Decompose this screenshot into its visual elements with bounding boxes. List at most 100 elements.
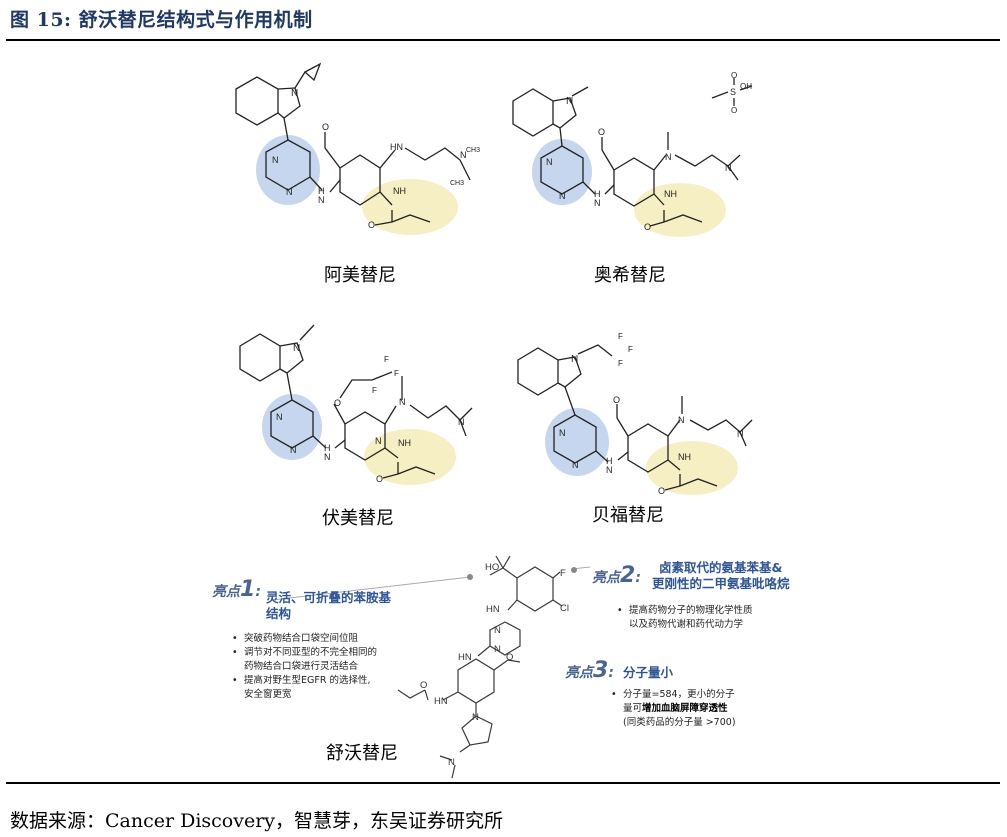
atom-label: O bbox=[644, 222, 651, 232]
atom-label: N bbox=[460, 150, 467, 160]
atom-label: H bbox=[606, 456, 613, 466]
atom-label: O bbox=[334, 398, 341, 408]
atom-label: F bbox=[628, 345, 633, 354]
source-note: 数据来源：Cancer Discovery，智慧芽，东吴证券研究所 bbox=[10, 810, 504, 832]
highlight-label: 亮点 bbox=[565, 665, 593, 681]
highlight-1-bullets: 突破药物结合口袋空间位阻 调节对不同亚型的不完全相同的 药物结合口袋进行灵活结合… bbox=[232, 632, 417, 702]
drug-name-sunvozertinib: 舒沃替尼 bbox=[326, 743, 398, 764]
bullet-item: 提高药物分子的物理化学性质 bbox=[617, 604, 807, 618]
highlight-number: 2 bbox=[620, 563, 636, 588]
highlight-suffix: : bbox=[635, 570, 641, 586]
highlight-1-title: 灵活、可折叠的苯胺基 结构 bbox=[266, 590, 391, 622]
sunvozertinib-atoms: HO F Cl HN N N HN O HN O N N bbox=[420, 562, 569, 768]
osimertinib-structure bbox=[512, 78, 753, 237]
aumolertinib-atoms: N N N H N O HN N CH3 CH3 NH O bbox=[272, 88, 480, 230]
atom-label: N bbox=[375, 436, 382, 446]
drug-name-osimertinib: 奥希替尼 bbox=[594, 265, 666, 286]
atom-label: N bbox=[448, 757, 455, 768]
atom-label: O bbox=[376, 474, 383, 484]
furmonertinib-structure bbox=[239, 324, 473, 485]
atom-label: NH bbox=[398, 438, 411, 448]
atom-label: N bbox=[472, 712, 479, 723]
acrylamide-highlight bbox=[364, 429, 456, 485]
atom-label: O bbox=[420, 680, 427, 691]
highlight-title-line: 灵活、可折叠的苯胺基 bbox=[266, 590, 392, 605]
bullet-item: 突破药物结合口袋空间位阻 bbox=[232, 632, 417, 646]
highlight-1-marker: 亮点1: bbox=[212, 577, 261, 602]
atom-label: N bbox=[494, 644, 501, 655]
bullet-item: 药物结合口袋进行灵活结合 bbox=[244, 661, 359, 672]
bullet-text: 量可 bbox=[623, 703, 643, 714]
aumolertinib-structure bbox=[235, 62, 471, 235]
atom-label: N bbox=[571, 354, 578, 365]
figure-title: 图 15: 舒沃替尼结构式与作用机制 bbox=[10, 9, 313, 31]
atom-label: CH3 bbox=[466, 147, 480, 154]
atom-label: N bbox=[291, 88, 298, 99]
atom-label: N bbox=[290, 445, 297, 455]
highlight-3-title: 分子量小 bbox=[623, 665, 673, 681]
drug-name-aumolertinib: 阿美替尼 bbox=[324, 265, 396, 286]
sunvozertinib-structure bbox=[271, 555, 591, 779]
bullet-item: 分子量=584，更小的分子 bbox=[611, 688, 801, 702]
pyrimidine-highlight bbox=[256, 135, 320, 205]
highlight-title-line: 卤素取代的氨基苯基& bbox=[659, 560, 783, 575]
highlight-2-marker: 亮点2: bbox=[592, 563, 641, 588]
bullet-item: 调节对不同亚型的不完全相同的 bbox=[232, 646, 417, 660]
highlight-3-bullets: 分子量=584，更小的分子 量可增加血脑屏障穿透性 (同类药品的分子量 >700… bbox=[611, 688, 801, 730]
highlight-suffix: : bbox=[608, 665, 614, 681]
atom-label: F bbox=[372, 386, 377, 395]
atom-label: CH3 bbox=[450, 180, 464, 187]
bullet-item: 以及药物代谢和药代动力学 bbox=[629, 619, 744, 630]
atom-label: F bbox=[384, 355, 389, 364]
bullet-item: 量可增加血脑屏障穿透性 bbox=[611, 702, 801, 716]
drug-name-befotertinib: 贝福替尼 bbox=[592, 505, 664, 526]
atom-label: N bbox=[737, 429, 744, 439]
highlight-3-marker: 亮点3: bbox=[565, 658, 614, 683]
highlight-title-line: 更刚性的二甲氨基吡咯烷 bbox=[652, 576, 790, 591]
atom-label: HO bbox=[485, 562, 499, 573]
highlight-number: 1 bbox=[240, 577, 256, 602]
atom-label: H bbox=[318, 186, 325, 196]
atom-label: HN bbox=[486, 604, 500, 615]
atom-label: N bbox=[559, 428, 566, 438]
atom-label: HN bbox=[434, 696, 448, 707]
bullet-emphasis: 增加血脑屏障穿透性 bbox=[642, 703, 728, 714]
acrylamide-highlight bbox=[362, 179, 458, 235]
furmonertinib-atoms: N N N H N O N F F F N N NH O bbox=[276, 343, 465, 484]
atom-label: NH bbox=[678, 452, 691, 462]
highlight-2-title: 卤素取代的氨基苯基& 更刚性的二甲氨基吡咯烷 bbox=[652, 560, 790, 592]
atom-label: N bbox=[399, 397, 406, 407]
bullet-item: (同类药品的分子量 >700) bbox=[623, 717, 736, 728]
highlight-suffix: : bbox=[255, 584, 261, 600]
befotertinib-atoms: N F F F N N H N O N N NH O bbox=[559, 332, 744, 496]
drug-name-furmonertinib: 伏美替尼 bbox=[322, 508, 394, 529]
atom-label: NH bbox=[664, 189, 677, 199]
atom-label: N bbox=[559, 191, 566, 201]
atom-label: N bbox=[293, 343, 300, 354]
atom-label: N bbox=[276, 412, 283, 422]
atom-label: N bbox=[572, 460, 579, 470]
atom-label: N bbox=[546, 157, 553, 167]
atom-label: O bbox=[658, 486, 665, 496]
atom-label: N bbox=[458, 417, 465, 427]
atom-label: H bbox=[594, 189, 601, 199]
atom-label: Cl bbox=[560, 603, 569, 614]
pyrimidine-highlight bbox=[262, 394, 322, 460]
befotertinib-structure bbox=[517, 344, 753, 495]
acrylamide-highlight bbox=[646, 441, 738, 495]
atom-label: N bbox=[318, 195, 325, 205]
bullet-item: 提高对野生型EGFR 的选择性, bbox=[232, 674, 417, 688]
atom-label: N bbox=[678, 415, 685, 425]
atom-label: N bbox=[494, 625, 501, 636]
atom-label: O bbox=[613, 395, 620, 405]
atom-label: O bbox=[731, 106, 737, 115]
atom-label: S bbox=[730, 87, 736, 97]
atom-label: O bbox=[322, 122, 329, 132]
atom-label: F bbox=[394, 369, 399, 378]
atom-label: N bbox=[324, 452, 331, 462]
atom-label: F bbox=[560, 568, 566, 579]
atom-label: N bbox=[665, 152, 672, 162]
atom-label: O bbox=[598, 127, 605, 137]
top-rule bbox=[6, 39, 1000, 41]
highlight-title-line: 结构 bbox=[266, 606, 292, 621]
